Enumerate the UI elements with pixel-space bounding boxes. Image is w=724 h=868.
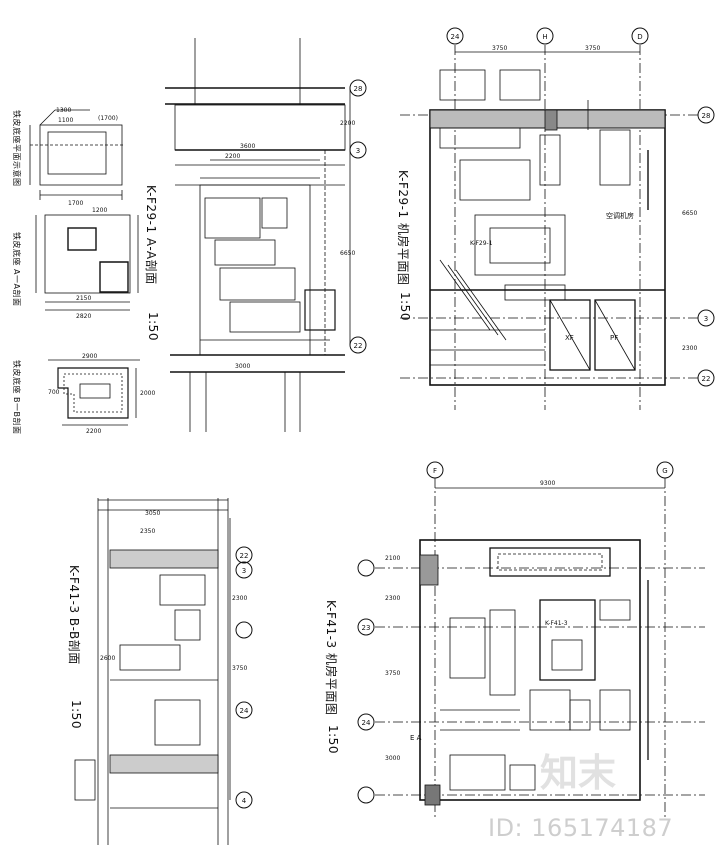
label-fan-room: 空调机房 [606,211,634,220]
scale-aa-section: 1:50 [146,312,160,341]
dim-base3-d: 2200 [86,428,101,435]
f41-plan-drawing [375,478,705,820]
title-bb-section: K-F41-3 B-B剖面 [67,565,81,665]
label-pf: PF [610,334,618,342]
bb-section-drawing [74,498,231,845]
dim-s1-b: 3600 [240,143,255,150]
dim-s1-e: 3000 [235,363,250,370]
title-f29-plan: K-F29-1 机房平面图 [396,170,410,286]
base-detail-1 [29,109,125,200]
dim-s2-b: 2350 [140,528,155,535]
label-xf: XF [565,334,574,342]
axis-label-p2-f: F [433,467,437,475]
axis-label-p1-22: 22 [702,375,711,383]
label-ea: E A [410,734,422,742]
title-aa-section: K-F29-1 A-A剖面 [144,185,158,285]
dim-s1-c: 6650 [340,250,355,257]
dim-p2-right-d: 3000 [385,755,400,762]
watermark-id: ID: 165174187 [488,814,674,842]
dim-s2-a: 3050 [145,510,160,517]
base-detail-2 [35,214,139,311]
label-equip-f41: K-F41-3 [545,620,568,627]
dim-p2-right-b: 2300 [385,595,400,602]
dim-base1-b: 1100 [58,117,73,124]
dim-p1-right-a: 6650 [682,210,697,217]
axis-label-s1-28: 28 [354,85,363,93]
dim-base3-b: 700 [48,389,60,396]
axis-label-s1-22: 22 [354,342,363,350]
axis-label-p2-23: 23 [362,624,371,632]
axis-label-p2-g: G [662,467,667,475]
scale-f41-plan: 1:50 [326,725,340,754]
scale-bb-section: 1:50 [69,700,83,729]
axis-label-s2-24: 24 [240,707,249,715]
dim-base2-b: 2150 [76,295,91,302]
dim-p2-right-c: 3750 [385,670,400,677]
base-detail-3 [48,359,140,426]
scale-f29-plan: 1:50 [398,292,412,321]
dim-s2-c: 2600 [100,655,115,662]
aa-section-drawing [165,38,351,432]
title-base-b: 铁皮底座 B一B剖面 [12,360,21,435]
dim-s1-a: 2200 [225,153,240,160]
title-base-a: 铁皮底座 A一A剖面 [12,232,21,307]
dim-base3-a: 2900 [82,353,97,360]
dim-base1-c: 1700 [68,200,83,207]
watermark-logo: 知末 [540,751,617,795]
axis-label-p1-24: 24 [451,33,460,41]
axis-label-p1-3: 3 [704,315,708,323]
dim-p1-top-a: 3750 [492,45,507,52]
dim-s2-d: 2300 [232,595,247,602]
dim-s2-e: 3750 [232,665,247,672]
title-base-plan: 铁皮底座平面示意图 [12,110,21,187]
axis-label-s2-22: 22 [240,552,249,560]
axis-label-s2-4: 4 [242,797,247,805]
dim-base2-c: 2820 [76,313,91,320]
dim-p2-right-a: 2100 [385,555,400,562]
axis-label-p2-24: 24 [362,719,371,727]
axis-bubbles [235,27,715,809]
dim-p1-right-b: 2300 [682,345,697,352]
f29-plan-drawing [400,45,700,410]
dim-p1-top-b: 3750 [585,45,600,52]
axis-label-p1-h: H [542,33,547,41]
title-f41-plan: K-F41-3 机房平面图 [324,600,338,716]
axis-label-p1-d: D [637,33,642,41]
dim-s1-d: 2200 [340,120,355,127]
label-equip-f29: K-F29-1 [470,240,493,247]
dim-base1-a: 1300 [56,107,71,114]
dim-p2-top: 9300 [540,480,555,487]
dim-base3-c: 2000 [140,390,155,397]
dim-base2-a: 1200 [92,207,107,214]
axis-label-s1-3: 3 [356,147,360,155]
dim-base1-d: (1700) [98,115,118,122]
axis-label-s2-3: 3 [242,567,246,575]
axis-label-p1-28: 28 [702,112,711,120]
